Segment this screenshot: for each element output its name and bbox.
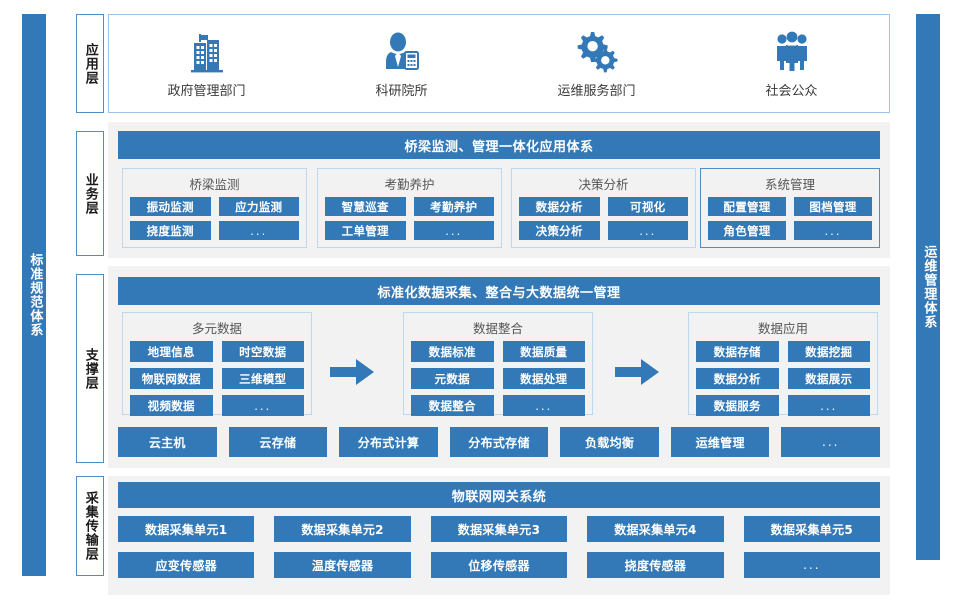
collection-units-row: 数据采集单元1 数据采集单元2 数据采集单元3 数据采集单元4 数据采集单元5: [118, 516, 881, 542]
collection-layer-banner: 物联网网关系统: [118, 482, 880, 508]
chip-item[interactable]: 工单管理: [325, 221, 406, 240]
business-group-bridge-monitoring: 桥梁监测 振动监测 应力监测 挠度监测 ...: [122, 168, 307, 248]
chip-item[interactable]: 挠度监测: [130, 221, 211, 240]
business-group-decision-analysis: 决策分析 数据分析 可视化 决策分析 ...: [511, 168, 696, 248]
chip-item[interactable]: 决策分析: [519, 221, 600, 240]
chip-item-more[interactable]: ...: [607, 221, 688, 240]
application-item-label: 社会公众: [765, 84, 818, 99]
chip-item[interactable]: 视频数据: [130, 395, 213, 416]
chip-item-more[interactable]: ...: [502, 395, 585, 416]
support-group-multi-source-data: 多元数据 地理信息 时空数据 物联网数据 三维模型 视频数据 ...: [122, 312, 312, 416]
chip-item-more[interactable]: ...: [218, 221, 299, 240]
chip-item[interactable]: 数据分析: [519, 197, 600, 216]
right-vertical-band: 运维管理体系: [916, 14, 940, 560]
collection-unit[interactable]: 数据采集单元4: [587, 516, 724, 542]
chip-item[interactable]: 配置管理: [708, 197, 786, 216]
chip-item[interactable]: 物联网数据: [130, 368, 213, 389]
group-title: 桥梁监测: [189, 177, 240, 192]
group-title: 系统管理: [764, 177, 815, 192]
chip-item[interactable]: 可视化: [607, 197, 688, 216]
chip-item[interactable]: 考勤养护: [413, 197, 494, 216]
sensors-row: 应变传感器 温度传感器 位移传感器 挠度传感器 ...: [118, 552, 881, 578]
chip-item[interactable]: 数据质量: [502, 341, 585, 362]
application-layer-panel: 政府管理部门: [108, 14, 890, 113]
application-item-label: 运维服务部门: [557, 84, 636, 99]
chip-item[interactable]: 三维模型: [221, 368, 304, 389]
application-item-public[interactable]: 社会公众: [694, 28, 889, 99]
collection-unit[interactable]: 数据采集单元1: [118, 516, 255, 542]
researcher-icon: [380, 28, 424, 74]
business-layer-banner: 桥梁监测、管理一体化应用体系: [118, 131, 880, 159]
sensor-item-more[interactable]: ...: [743, 552, 881, 578]
sensor-item[interactable]: 温度传感器: [274, 552, 411, 578]
support-group-data-integration: 数据整合 数据标准 数据质量 元数据 数据处理 数据整合 ...: [403, 312, 593, 416]
chip-item-more[interactable]: ...: [221, 395, 304, 416]
group-title: 数据应用: [757, 321, 808, 336]
chip-item[interactable]: 角色管理: [708, 221, 786, 240]
chip-item[interactable]: 图档管理: [794, 197, 872, 216]
business-group-system-management: 系统管理 配置管理 图档管理 角色管理 ...: [700, 168, 880, 248]
chip-item[interactable]: 数据分析: [696, 368, 779, 389]
chip-item[interactable]: 数据处理: [502, 368, 585, 389]
application-item-research[interactable]: 科研院所: [304, 28, 499, 99]
infra-item[interactable]: 负载均衡: [560, 427, 659, 457]
layer-tag-collection: 采集传输层: [76, 476, 104, 576]
chip-item-more[interactable]: ...: [794, 221, 872, 240]
support-group-data-application: 数据应用 数据存储 数据挖掘 数据分析 数据展示 数据服务 ...: [688, 312, 878, 416]
application-item-label: 政府管理部门: [167, 84, 246, 99]
application-item-label: 科研院所: [375, 84, 428, 99]
chip-item[interactable]: 元数据: [411, 368, 494, 389]
chip-item-more[interactable]: ...: [787, 395, 870, 416]
collection-unit[interactable]: 数据采集单元3: [430, 516, 568, 542]
collection-unit[interactable]: 数据采集单元5: [743, 516, 881, 542]
chip-item-more[interactable]: ...: [413, 221, 494, 240]
chip-item[interactable]: 数据展示: [787, 368, 870, 389]
chip-item[interactable]: 智慧巡查: [325, 197, 406, 216]
sensor-item[interactable]: 位移传感器: [430, 552, 568, 578]
infra-item[interactable]: 运维管理: [670, 427, 770, 457]
infra-item[interactable]: 分布式计算: [339, 427, 438, 457]
chip-item[interactable]: 数据服务: [696, 395, 779, 416]
layer-tag-support: 支撑层: [76, 274, 104, 463]
chip-item[interactable]: 数据整合: [411, 395, 494, 416]
group-title: 多元数据: [191, 321, 242, 336]
gears-icon: [574, 28, 620, 74]
chip-item[interactable]: 数据挖掘: [787, 341, 870, 362]
support-layer-banner: 标准化数据采集、整合与大数据统一管理: [118, 277, 880, 305]
arrow-right-icon: [613, 355, 661, 389]
left-vertical-band: 标准规范体系: [22, 14, 46, 576]
group-title: 决策分析: [578, 177, 629, 192]
chip-item[interactable]: 振动监测: [130, 197, 211, 216]
business-group-maintenance: 考勤养护 智慧巡查 考勤养护 工单管理 ...: [317, 168, 502, 248]
chip-item[interactable]: 数据存储: [696, 341, 779, 362]
collection-unit[interactable]: 数据采集单元2: [274, 516, 411, 542]
application-item-government[interactable]: 政府管理部门: [109, 28, 304, 99]
sensor-item[interactable]: 应变传感器: [118, 552, 255, 578]
arrow-right-icon: [328, 355, 376, 389]
infra-item[interactable]: 云主机: [118, 427, 217, 457]
infra-item[interactable]: 云存储: [228, 427, 328, 457]
building-icon: [185, 28, 229, 74]
infra-item-more[interactable]: ...: [781, 427, 881, 457]
application-item-operations[interactable]: 运维服务部门: [499, 28, 694, 99]
sensor-item[interactable]: 挠度传感器: [587, 552, 724, 578]
infra-item[interactable]: 分布式存储: [449, 427, 549, 457]
layer-tag-business: 业务层: [76, 131, 104, 256]
group-title: 考勤养护: [384, 177, 435, 192]
chip-item[interactable]: 时空数据: [221, 341, 304, 362]
infrastructure-row: 云主机 云存储 分布式计算 分布式存储 负载均衡 运维管理 ...: [118, 427, 881, 457]
people-icon: [770, 28, 814, 74]
chip-item[interactable]: 地理信息: [130, 341, 213, 362]
chip-item[interactable]: 应力监测: [218, 197, 299, 216]
layer-tag-application: 应用层: [76, 14, 104, 113]
chip-item[interactable]: 数据标准: [411, 341, 494, 362]
group-title: 数据整合: [472, 321, 523, 336]
